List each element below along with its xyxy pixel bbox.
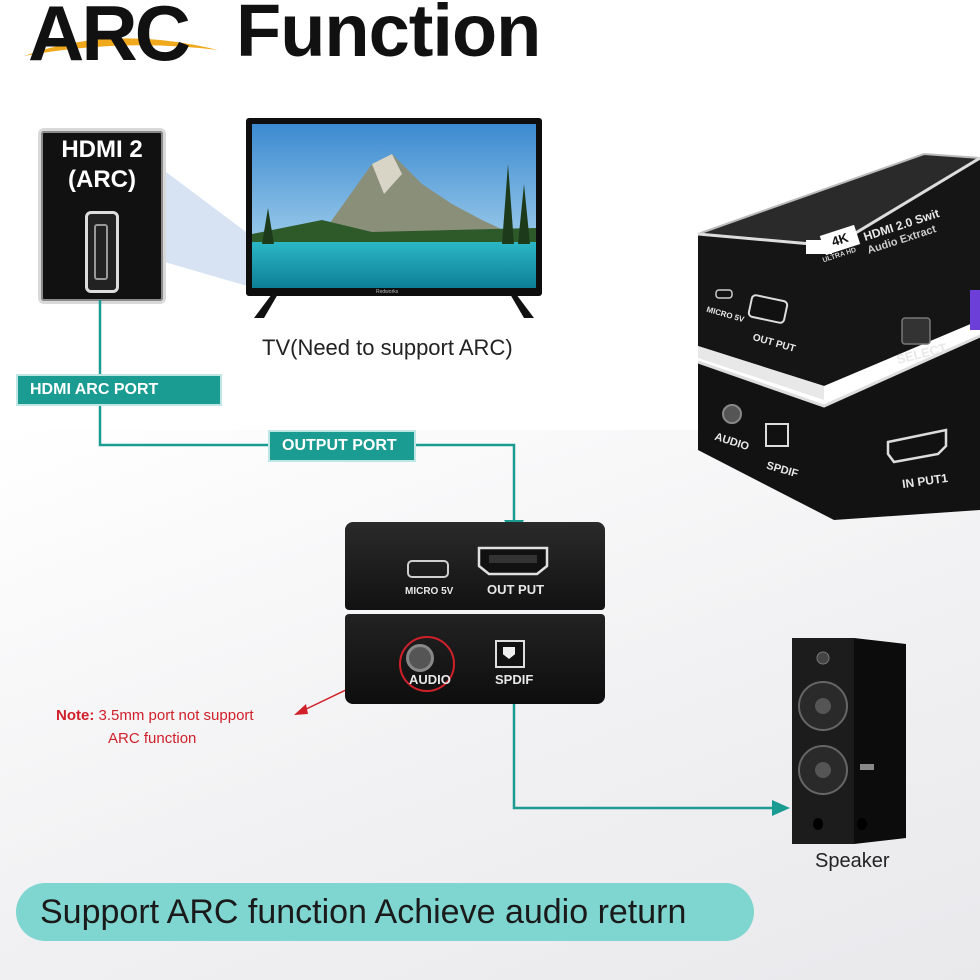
speaker-caption: Speaker xyxy=(815,850,890,872)
speaker-icon xyxy=(792,638,906,844)
micro5v-label: MICRO 5V xyxy=(405,586,454,597)
audio-label: AUDIO xyxy=(409,672,451,687)
hdmi-port-icon xyxy=(85,211,119,293)
note-text-1: 3.5mm port not support xyxy=(98,707,254,724)
extractor-top-panel: MICRO 5V OUT PUT xyxy=(345,522,605,610)
tv-stand xyxy=(254,294,534,318)
hdmi-arc-port-tag: HDMI ARC PORT xyxy=(16,374,222,406)
hdmi-arc-port-card: HDMI 2 (ARC) xyxy=(38,128,166,304)
bottom-banner: Support ARC function Achieve audio retur… xyxy=(16,883,754,941)
hdmi-card-line2: (ARC) xyxy=(68,166,136,193)
note-label: Note: xyxy=(56,707,95,724)
title-arc: ARC xyxy=(28,0,191,77)
tv-screen-landscape xyxy=(252,124,536,288)
micro-usb-port xyxy=(407,560,449,578)
tv: Redworks xyxy=(246,118,542,296)
spdif-port xyxy=(495,640,525,668)
banner-text: Support ARC function Achieve audio retur… xyxy=(40,893,687,931)
hdmi-output-port xyxy=(477,546,549,576)
audio-highlight-circle xyxy=(399,636,455,692)
note-text-2: ARC function xyxy=(108,730,197,747)
note: Note: 3.5mm port not support xyxy=(56,707,254,724)
output-port-tag: OUTPUT PORT xyxy=(268,430,416,462)
hdmi-card-line1: HDMI 2 xyxy=(61,136,143,163)
title-function: Function xyxy=(236,0,541,72)
tv-brand: Redworks xyxy=(376,289,399,295)
tv-caption: TV(Need to support ARC) xyxy=(262,335,513,360)
output-label: OUT PUT xyxy=(487,582,545,597)
arc-swoosh-logo xyxy=(24,38,218,56)
switch-device xyxy=(697,152,980,520)
spdif-label: SPDIF xyxy=(495,672,534,687)
extractor-bottom-panel: AUDIO SPDIF xyxy=(345,614,605,704)
projection-beam xyxy=(158,166,254,288)
audio-jack xyxy=(406,644,434,672)
